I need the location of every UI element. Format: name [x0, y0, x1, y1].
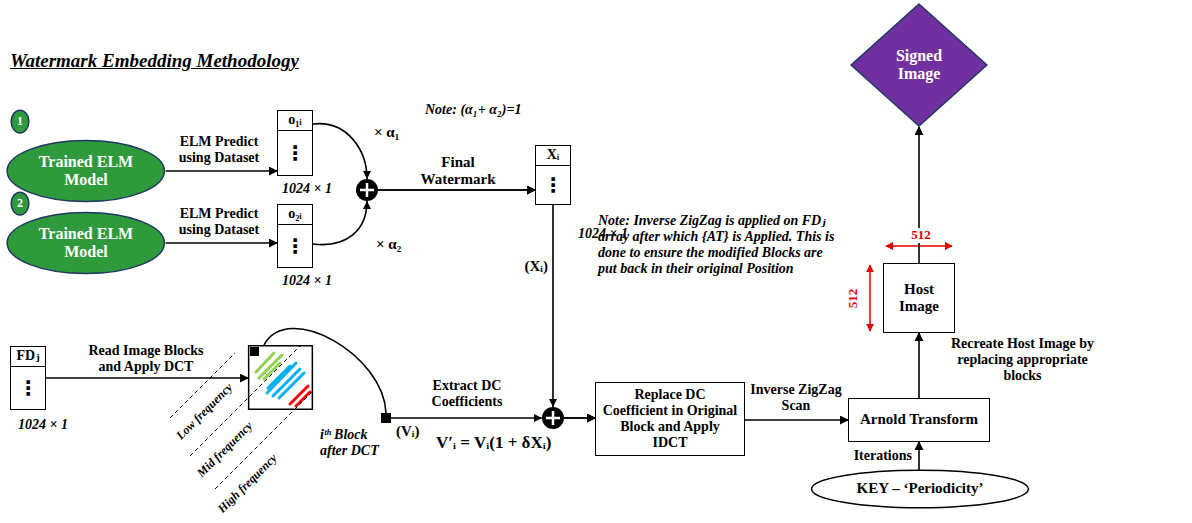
free-label: 1024 × 1	[18, 417, 68, 433]
free-label: 1024 × 1	[282, 181, 332, 197]
connector	[166, 242, 277, 244]
high-frequency-strokes	[290, 386, 310, 406]
node-text: 1	[17, 115, 23, 129]
sum-symbol	[542, 407, 564, 429]
dc-coefficient-square	[381, 413, 391, 423]
node-text: ⋮	[278, 131, 312, 175]
vector-box: o₁ᵢ⋮	[277, 110, 313, 176]
connector	[918, 333, 920, 398]
height-dimension-arrow	[869, 265, 871, 331]
edge-label: (Xᵢ)	[506, 258, 548, 275]
dct-block: iᵗʰ Block after DCT	[248, 345, 313, 410]
node-text: Arnold Transform	[860, 411, 978, 428]
free-label: 512	[846, 288, 861, 308]
connector	[264, 328, 595, 418]
node-text: Signed Image	[887, 47, 952, 84]
mid-frequency-strokes	[267, 363, 304, 398]
edge-label: Inverse ZigZag Scan	[748, 382, 844, 414]
node-text: ⋮	[11, 367, 45, 409]
free-label: High frequency	[215, 452, 280, 517]
node-text: Replace DC Coefficient in Original Block…	[601, 387, 739, 451]
node-outline-diamond	[851, 4, 987, 126]
edge-label: Iterations	[836, 448, 912, 464]
free-label: Low frequency	[174, 381, 236, 443]
node-text: KEY – ‘Periodicity’	[857, 480, 984, 497]
free-label: (Vᵢ)	[396, 423, 419, 440]
process-box: Replace DC Coefficient in Original Block…	[595, 382, 745, 456]
node-outline-ellipse	[812, 470, 1029, 507]
connector	[313, 190, 535, 245]
free-label: Mid frequency	[195, 419, 256, 480]
image-box: Host Image	[883, 263, 955, 333]
dc-coefficient-mark	[250, 347, 259, 356]
badge-circle: 1	[11, 110, 29, 133]
free-label: 512	[903, 228, 939, 243]
stroke	[296, 392, 310, 406]
edge-label: ELM Predict using Dataset	[165, 134, 273, 166]
process-box: Arnold Transform	[848, 398, 990, 442]
node-outline-ellipse	[7, 140, 164, 201]
node-text: o₁ᵢ	[278, 111, 312, 131]
sum-symbol	[356, 179, 378, 201]
free-label: Note: Inverse ZigZag is applied on FDⱼ a…	[598, 213, 838, 277]
vector-box: FDⱼ⋮	[10, 346, 46, 410]
stroke	[259, 355, 282, 378]
sum-symbol-plus	[360, 183, 374, 197]
edge-label: × α₁	[374, 124, 414, 141]
free-label: 1024 × 1	[282, 273, 332, 289]
node-text: ⋮	[278, 225, 312, 267]
free-label: Note: (α₁+ α₂)=1	[425, 102, 521, 118]
node-outline-ellipse	[7, 212, 164, 273]
node-outline-square	[249, 346, 313, 410]
output-diamond: Signed Image	[850, 3, 988, 127]
connector	[166, 170, 277, 172]
node-outline	[248, 345, 313, 410]
node-text: Xᵢ	[536, 146, 570, 166]
connector	[313, 124, 535, 190]
node-text: iᵗʰ Block after DCT	[320, 427, 392, 459]
node-text: Trained ELM Model	[30, 153, 142, 190]
node-outline-ellipse	[11, 111, 29, 134]
node-outline-ellipse	[11, 193, 29, 216]
edge-label: × α₂	[376, 236, 416, 253]
stroke	[268, 366, 290, 388]
free-label: V′ᵢ = Vᵢ(1 + δXᵢ)	[436, 433, 551, 453]
key-ellipse: KEY – ‘Periodicity’	[810, 470, 1030, 508]
model-ellipse: Trained ELM Model	[6, 140, 166, 202]
node-text: o₂ᵢ	[278, 205, 312, 225]
connector	[745, 419, 848, 421]
node-text: Host Image	[889, 281, 949, 316]
edge-label: ELM Predict using Dataset	[165, 206, 273, 238]
sum-symbol-plus	[546, 411, 560, 425]
vector-box: Xᵢ⋮	[535, 145, 571, 205]
low-frequency-strokes	[256, 353, 282, 379]
free-label: Final Watermark	[410, 154, 506, 189]
edge-label: Recreate Host Image by replacing appropr…	[940, 336, 1105, 384]
vector-box: o₂ᵢ⋮	[277, 204, 313, 268]
connector	[918, 442, 920, 470]
diagram-title: Watermark Embedding Methodology	[10, 50, 299, 72]
edge-label: Read Image Blocks and Apply DCT	[80, 343, 212, 375]
node-text: 2	[17, 197, 23, 211]
model-ellipse: Trained ELM Model	[6, 212, 166, 274]
connector	[46, 377, 248, 379]
edge-label: Extract DC Coefficients	[413, 378, 521, 410]
node-text: Trained ELM Model	[30, 225, 142, 262]
badge-circle: 2	[11, 192, 29, 215]
node-text: FDⱼ	[11, 347, 45, 367]
node-text: ⋮	[536, 166, 570, 204]
